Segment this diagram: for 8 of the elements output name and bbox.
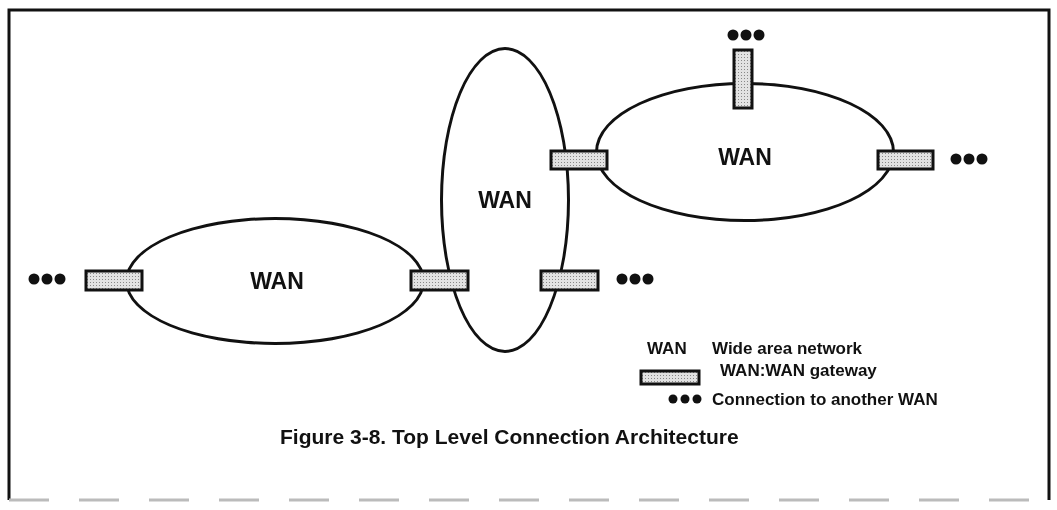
network-label: WAN bbox=[250, 267, 304, 295]
legend-key: WAN bbox=[647, 339, 687, 359]
network-label: WAN bbox=[718, 143, 772, 171]
figure-caption: Figure 3-8. Top Level Connection Architecture bbox=[280, 425, 739, 449]
legend-text: WAN:WAN gateway bbox=[720, 361, 877, 381]
legend-text: Wide area network bbox=[712, 339, 863, 359]
legend-text: Connection to another WAN bbox=[712, 390, 938, 410]
network-label: WAN bbox=[478, 186, 532, 214]
